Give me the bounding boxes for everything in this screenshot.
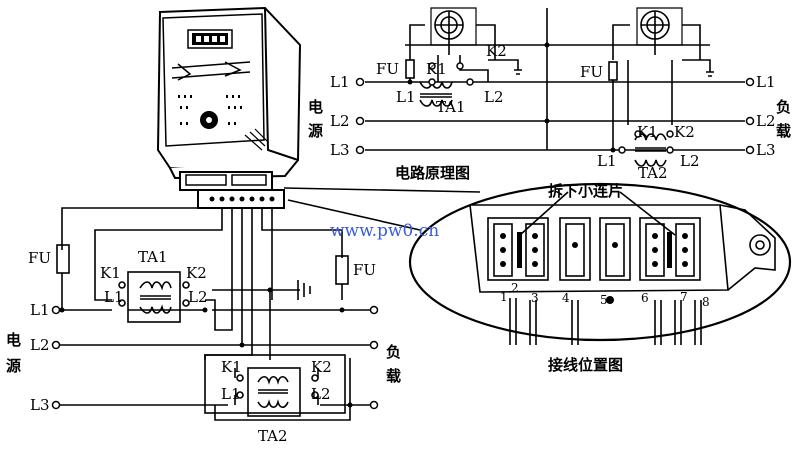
label-k1-p2: K1 bbox=[637, 123, 658, 141]
label-l2-pl: L2 bbox=[330, 112, 350, 130]
junction-dots bbox=[59, 287, 353, 408]
label-l2-p2: L2 bbox=[680, 152, 700, 170]
terminal-number-8: 8 bbox=[702, 295, 710, 309]
label-k1-p1: K1 bbox=[426, 60, 447, 78]
label-l1-ta2: L1 bbox=[221, 385, 241, 403]
label-k2-ta1: K2 bbox=[186, 264, 207, 282]
label-source-mid-1: 电 bbox=[308, 98, 323, 116]
label-l2-p1: L2 bbox=[484, 88, 504, 106]
label-k1-ta2: K1 bbox=[221, 358, 242, 376]
label-l2-pr: L2 bbox=[756, 112, 776, 130]
label-l2-ta1: L2 bbox=[188, 288, 208, 306]
terminal-number-6: 6 bbox=[641, 291, 649, 305]
ta1-transformer bbox=[118, 271, 190, 323]
label-l3-pr: L3 bbox=[756, 141, 776, 159]
principle-terminals bbox=[355, 62, 755, 155]
energy-meter bbox=[156, 6, 302, 209]
label-fu-left: FU bbox=[28, 249, 51, 267]
label-k2-ta2: K2 bbox=[311, 358, 332, 376]
label-k1-ta1: K1 bbox=[100, 264, 121, 282]
label-k2-p2: K2 bbox=[674, 123, 695, 141]
terminal-screws bbox=[500, 232, 688, 304]
principle-junctions bbox=[407, 42, 616, 153]
label-ta1: TA1 bbox=[138, 248, 168, 266]
label-l2-left: L2 bbox=[30, 336, 50, 354]
left-terminals bbox=[51, 305, 379, 410]
ta2-transformer bbox=[204, 354, 346, 417]
principle-diagram bbox=[365, 7, 745, 167]
terminal-number-4: 4 bbox=[562, 291, 570, 305]
label-fu-right: FU bbox=[353, 261, 376, 279]
label-l1-ta1: L1 bbox=[104, 288, 124, 306]
watermark: www.pw0.cn bbox=[330, 221, 439, 241]
terminal-number-3: 3 bbox=[531, 291, 539, 305]
zoom-callout bbox=[283, 182, 792, 345]
label-source-1: 电 bbox=[6, 331, 21, 349]
remove-link-label: 拆下小连片 bbox=[548, 182, 623, 200]
label-load-1: 负 bbox=[386, 343, 401, 361]
label-fu-p2: FU bbox=[580, 63, 603, 81]
label-source-2: 源 bbox=[6, 357, 21, 375]
terminal-number-1: 1 bbox=[500, 290, 508, 304]
label-k2-p1: K2 bbox=[486, 42, 507, 60]
label-l3-left: L3 bbox=[30, 396, 50, 414]
terminal-number-5: 5 bbox=[600, 293, 608, 307]
label-l1-pr: L1 bbox=[756, 73, 776, 91]
label-source-mid-2: 源 bbox=[308, 122, 323, 140]
label-fu-p1: FU bbox=[376, 60, 399, 78]
label-ta2: TA2 bbox=[258, 427, 288, 445]
label-load-2: 载 bbox=[386, 367, 401, 385]
terminal-number-2: 2 bbox=[511, 281, 519, 295]
label-l1-p1: L1 bbox=[396, 88, 416, 106]
terminal-number-7: 7 bbox=[680, 290, 688, 304]
wiring-title: 接线位置图 bbox=[548, 356, 623, 374]
label-load-p1: 负 bbox=[776, 98, 791, 116]
label-load-p2: 载 bbox=[776, 122, 791, 140]
label-l1-p2: L1 bbox=[597, 152, 617, 170]
label-l1-pl: L1 bbox=[330, 73, 350, 91]
label-ta2-p2: TA2 bbox=[638, 164, 668, 182]
principle-title: 电路原理图 bbox=[395, 164, 470, 182]
label-l3-pl: L3 bbox=[330, 141, 350, 159]
label-ta1-p1: TA1 bbox=[436, 98, 466, 116]
label-l1-left: L1 bbox=[30, 301, 50, 319]
label-l2-ta2: L2 bbox=[311, 385, 331, 403]
